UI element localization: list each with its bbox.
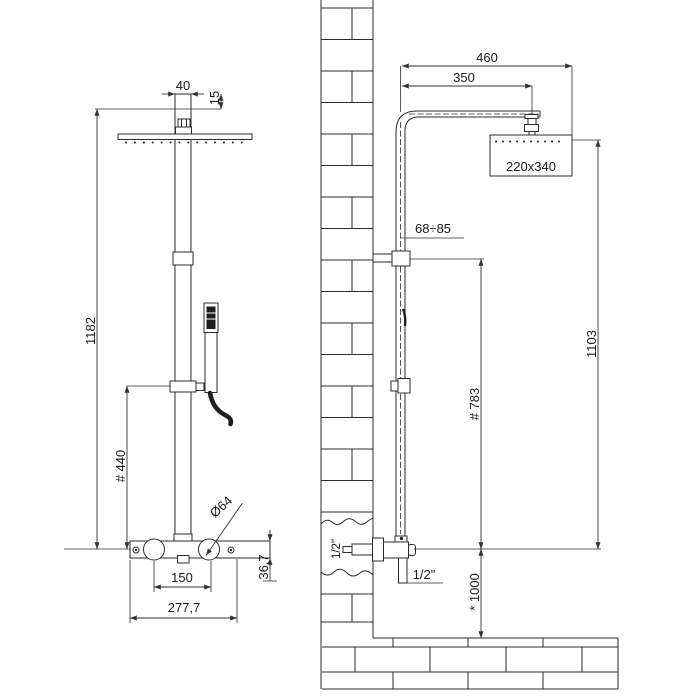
side-view: 220x340 460 <box>320 0 619 690</box>
mixer-valve-side <box>342 535 416 584</box>
dim-15: 15 <box>207 91 224 110</box>
dim-1103: 1103 <box>414 139 601 550</box>
wall-brick-courses <box>321 7 373 623</box>
inlet-pipe-tip <box>342 546 353 553</box>
dim-diameter-label: Ø64 <box>207 493 235 521</box>
dim-36-label: 36,7 <box>256 554 271 579</box>
lower-wall-bracket <box>390 378 411 394</box>
dim-150: 150 <box>153 561 212 592</box>
dim-460-label: 460 <box>476 50 498 65</box>
wall-escutcheon <box>372 537 384 562</box>
overhead-shower-plate-front <box>117 133 253 140</box>
overhead-shower-side: 220x340 <box>489 134 573 177</box>
side-dimensions: 460 350 1103 # 783 * 1000 <box>331 50 601 639</box>
valve-body-side <box>383 541 409 559</box>
front-view: 40 15 1182 # 440 Ø64 <box>64 78 277 623</box>
shower-hose <box>207 390 234 427</box>
head-size-label: 220x340 <box>506 159 556 174</box>
outlet-thread-label: 1/2" <box>413 567 436 582</box>
dim-36-7: 36,7 <box>256 530 277 582</box>
arm-outer-edge <box>395 110 540 536</box>
dim-40-label: 40 <box>176 78 190 93</box>
dim-783: # 783 <box>410 258 484 550</box>
valve-top-flange <box>173 533 193 542</box>
mixer-valve-front <box>129 533 271 564</box>
dim-40: 40 <box>162 78 204 97</box>
dim-783-label: # 783 <box>467 388 482 421</box>
valve-knob-side <box>408 544 416 556</box>
dim-150-label: 150 <box>171 570 193 585</box>
valve-outlet-front <box>177 555 190 564</box>
dim-1103-label: 1103 <box>584 330 599 358</box>
dim-1000-label: * 1000 <box>467 573 482 611</box>
floor-section <box>322 637 619 690</box>
dim-460: 460 <box>401 50 573 135</box>
label-inlet-thread: 1/2" <box>331 539 343 559</box>
dim-1000: * 1000 <box>467 548 484 639</box>
dim-277-label: 277,7 <box>168 600 201 615</box>
label-outlet-thread: 1/2" <box>406 567 443 584</box>
shower-column-front <box>117 93 271 564</box>
dim-350: 350 <box>401 70 533 114</box>
upper-wall-bracket <box>372 250 411 267</box>
arm-connector-nut-front <box>175 118 192 135</box>
label-68-85: 68÷85 <box>400 221 464 239</box>
hand-shower <box>203 302 219 393</box>
slider-detail <box>401 308 407 327</box>
riser-pipe-front <box>174 93 192 535</box>
dim-15-label: 15 <box>207 91 222 105</box>
dim-440: # 440 <box>113 385 171 550</box>
valve-knob-right <box>198 538 220 561</box>
shower-column-side: 220x340 <box>342 66 573 584</box>
bracket-range-label: 68÷85 <box>415 221 451 236</box>
dim-440-label: # 440 <box>113 450 128 483</box>
hand-shower-handle <box>204 332 218 393</box>
inlet-thread-label: 1/2" <box>331 539 343 559</box>
valve-outlet-stub <box>398 557 408 584</box>
dim-1182: 1182 <box>64 108 130 550</box>
floor-brick-joints <box>354 638 583 689</box>
pipe-coupling-front <box>172 251 194 266</box>
inlet-pipe <box>351 543 374 556</box>
mounting-screw-left <box>134 548 138 552</box>
valve-knob-left <box>143 538 165 561</box>
hand-shower-face <box>206 306 216 329</box>
hand-shower-holder-front <box>169 380 205 393</box>
head-connector-nut-side <box>524 114 539 136</box>
wall-section <box>320 0 374 689</box>
mounting-screw-right <box>229 548 233 552</box>
dim-350-label: 350 <box>453 70 475 85</box>
dim-1182-label: 1182 <box>83 317 98 345</box>
dim-277-7: 277,7 <box>129 559 238 623</box>
arm-inner-edge <box>404 116 540 536</box>
